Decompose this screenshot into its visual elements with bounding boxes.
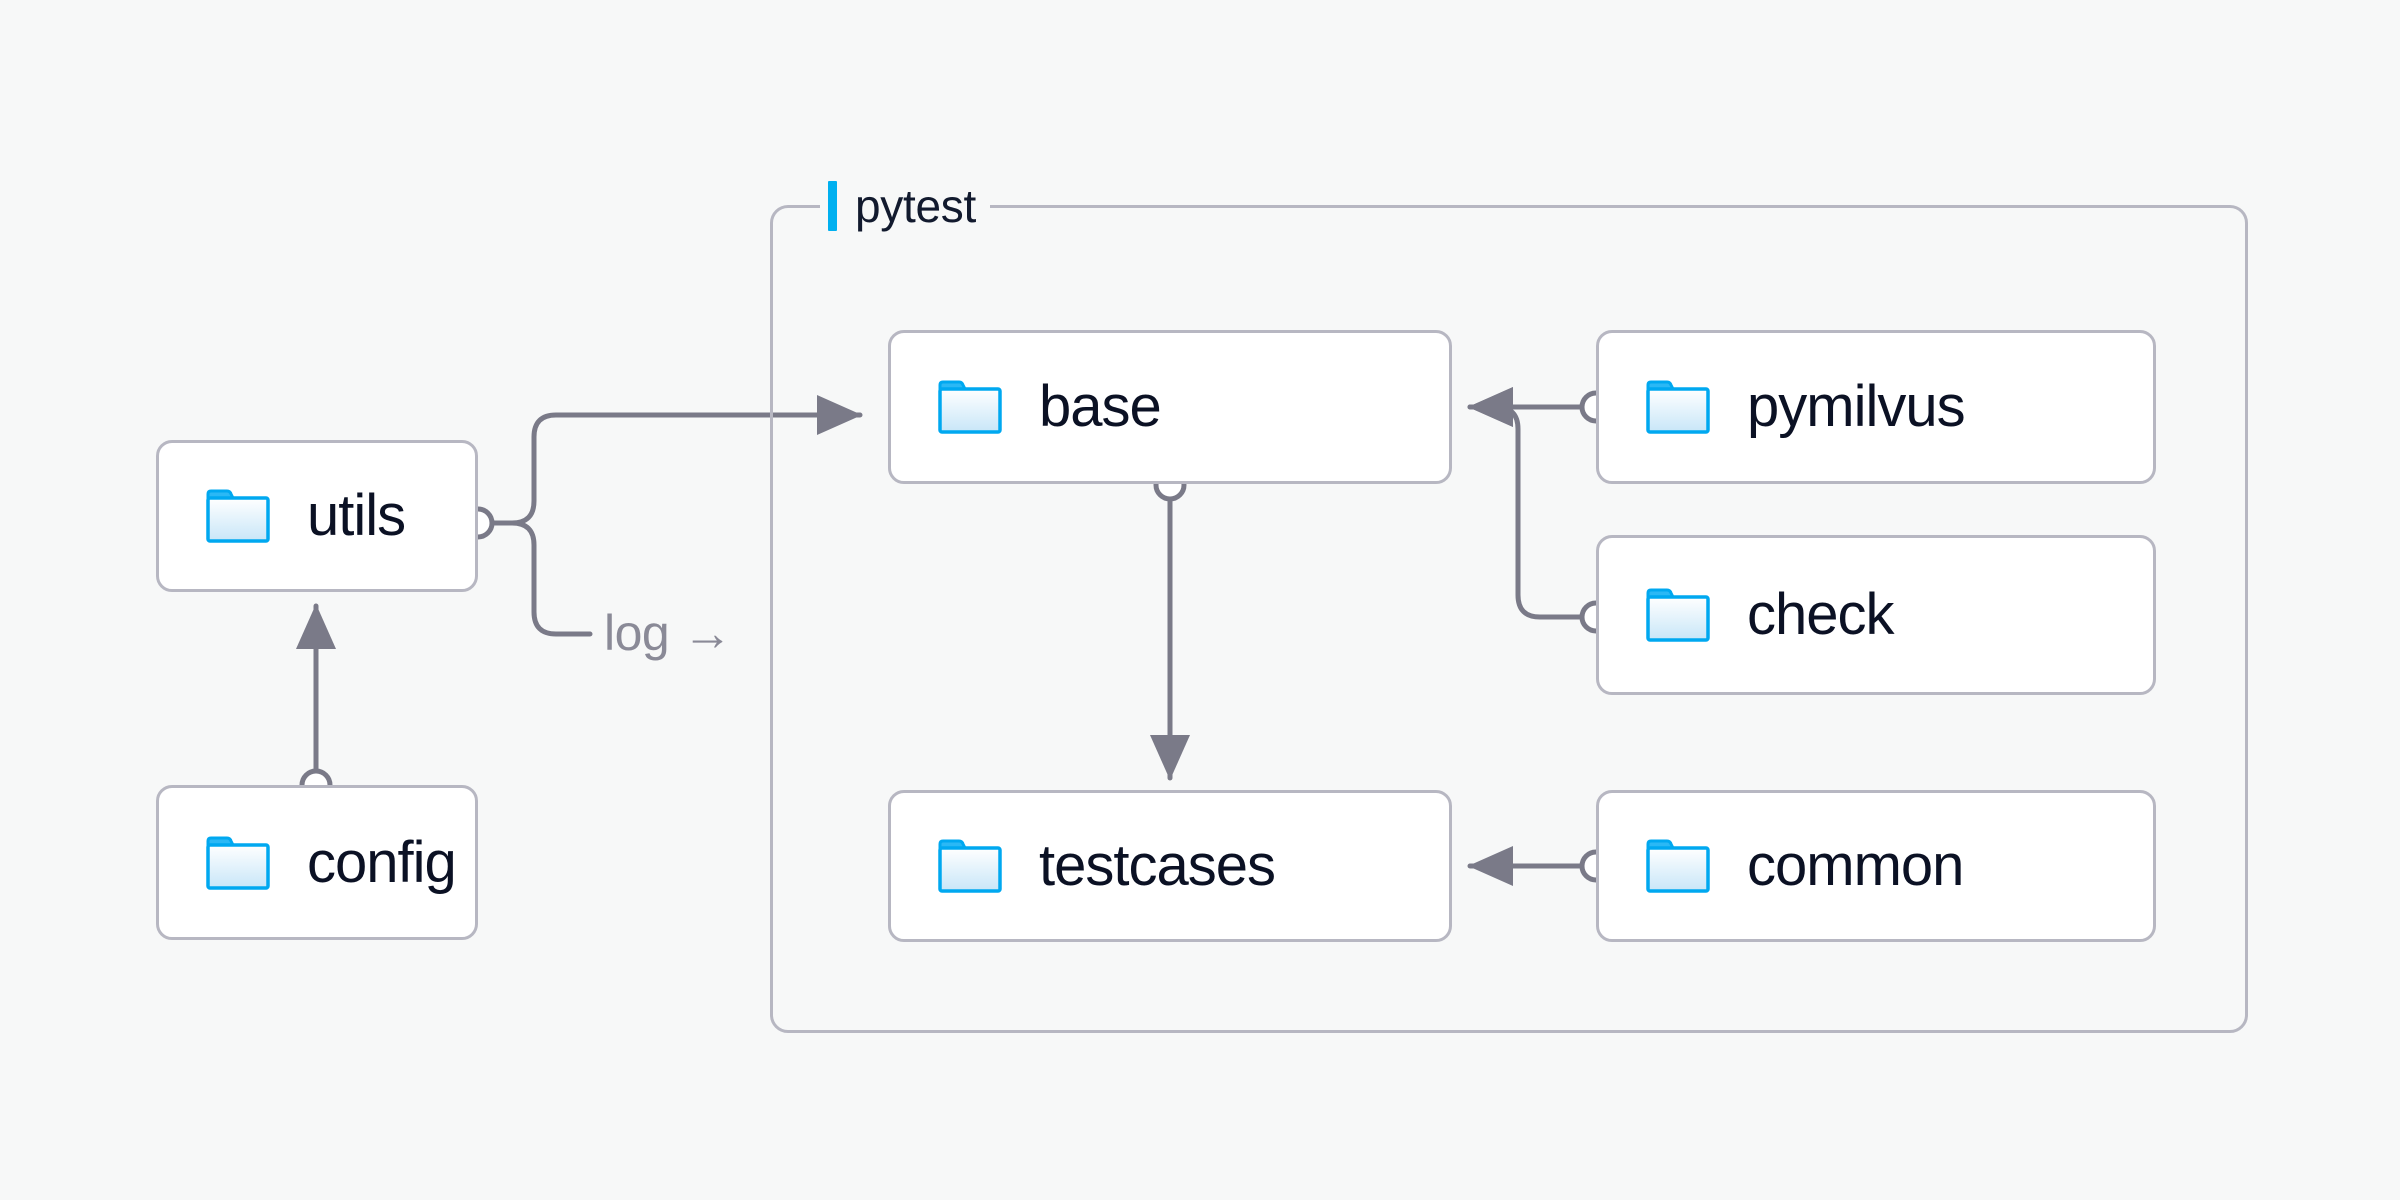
node-config-label: config bbox=[307, 829, 457, 895]
node-testcases[interactable]: testcases bbox=[888, 790, 1452, 942]
node-pymilvus-label: pymilvus bbox=[1747, 374, 1966, 439]
folder-icon bbox=[938, 839, 1002, 893]
node-common-label: common bbox=[1747, 833, 1964, 898]
folder-icon bbox=[206, 489, 270, 543]
edge-label-log: log → bbox=[604, 605, 733, 661]
node-testcases-label: testcases bbox=[1039, 833, 1276, 898]
node-utils-label: utils bbox=[307, 483, 406, 548]
folder-icon bbox=[1646, 588, 1710, 642]
folder-icon bbox=[1646, 839, 1710, 893]
node-check-label: check bbox=[1747, 582, 1895, 647]
node-config[interactable]: config bbox=[156, 785, 478, 940]
group-pytest-header: pytest bbox=[820, 178, 990, 234]
folder-icon bbox=[938, 380, 1002, 434]
node-common[interactable]: common bbox=[1596, 790, 2156, 942]
node-utils[interactable]: utils bbox=[156, 440, 478, 592]
group-accent-bar bbox=[828, 181, 837, 231]
node-base-label: base bbox=[1039, 374, 1162, 439]
group-pytest-label: pytest bbox=[855, 180, 976, 232]
group-pytest[interactable] bbox=[770, 205, 2248, 1033]
node-base[interactable]: base bbox=[888, 330, 1452, 484]
edge-utils-log bbox=[475, 520, 593, 637]
node-pymilvus[interactable]: pymilvus bbox=[1596, 330, 2156, 484]
node-check[interactable]: check bbox=[1596, 535, 2156, 695]
folder-icon bbox=[1646, 380, 1710, 434]
folder-icon bbox=[206, 836, 270, 890]
